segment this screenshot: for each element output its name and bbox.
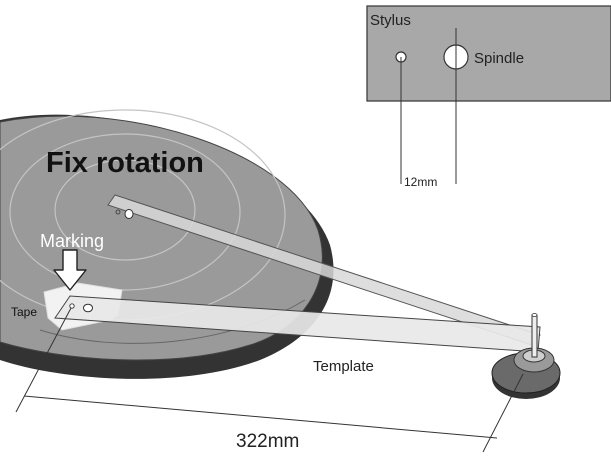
template-hole-icon: [115, 209, 121, 215]
pivot-pin: [531, 314, 538, 358]
title-fix-rotation: Fix rotation: [46, 147, 204, 179]
spindle-label: Spindle: [474, 50, 524, 67]
dimension-extension-right: [482, 373, 524, 453]
template-strip: [54, 194, 541, 353]
inset-box: [366, 5, 611, 102]
dimension-line: [23, 395, 498, 439]
tape-label: Tape: [11, 305, 37, 319]
marking-arrow-icon: [53, 249, 87, 291]
template-label: Template: [313, 358, 374, 375]
stylus-mark-icon: [69, 303, 75, 309]
distance-label: 12mm: [404, 175, 437, 189]
template-lower-arm: [54, 295, 541, 353]
groove-ring: [54, 159, 196, 261]
template-upper-arm: [107, 194, 541, 346]
pivot-pin-top: [531, 313, 538, 317]
tonearm-base: [491, 313, 561, 399]
template-spindle-hole-icon: [124, 209, 134, 219]
length-label: 322mm: [236, 431, 299, 452]
groove-ring: [9, 133, 241, 291]
dimension-322: [15, 307, 524, 453]
template-hole-icon: [83, 303, 93, 313]
inset-detail: Stylus Spindle 12mm: [366, 5, 611, 189]
stylus-label: Stylus: [370, 12, 411, 29]
dimension-extension-left: [15, 307, 72, 413]
marking-label: Marking: [40, 231, 104, 251]
